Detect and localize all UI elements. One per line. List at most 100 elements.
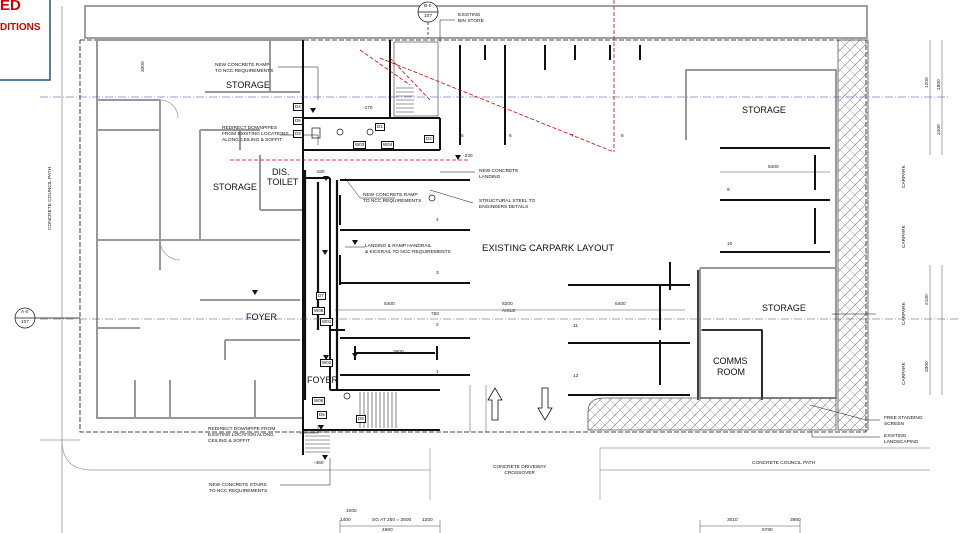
level-450: -450 (314, 461, 324, 466)
note-ramp-mid: NEW CONCRETE RAMP TO NCC REQUIREMENTS (363, 193, 422, 204)
dim-right-2400: 2400 (937, 124, 942, 135)
status-stamp-frame (0, 0, 51, 81)
tag-d4: D4 (293, 103, 303, 111)
dim-3800: 3800 (393, 350, 404, 355)
grid-lines (40, 96, 960, 320)
council-path-lines (40, 439, 930, 500)
note-handrail: LANDING & RAMP HANDRAIL & KICKRAIL TO NC… (365, 244, 451, 255)
section-marker-left-sheet: 107 (21, 320, 30, 325)
toilet-fixtures (311, 127, 436, 400)
bay-number: 5 (461, 134, 464, 139)
section-marker-left (14, 307, 80, 329)
bay-number: 10 (727, 242, 733, 247)
dim-bottom-sg: SG AT 250 = 2500 (372, 518, 412, 523)
note-structural-steel: STRUCTURAL STEEL TO ENGINEERS DETAILS (479, 199, 536, 210)
site-boundary (79, 39, 867, 433)
ramp-handrails (303, 170, 339, 400)
bay-number: 12 (573, 374, 579, 379)
dim-aisle: AISLE (502, 309, 516, 314)
dim-bottom-1000: 1000 (346, 509, 357, 514)
bay-number: 1 (436, 370, 439, 375)
dim-right-1800: 1800 (937, 79, 942, 90)
tag-w05: W05 (312, 307, 326, 315)
section-marker-top (417, 1, 439, 38)
tag-w04: W04 (381, 141, 395, 149)
dim-bottom-4960: 4960 (382, 528, 393, 533)
note-driveway: CONCRETE DRIVEWAY CROSSOVER (493, 465, 547, 476)
room-storage-right-top: STORAGE (742, 105, 786, 115)
bay-number: 6 (509, 134, 512, 139)
bay-number: 11 (573, 324, 578, 329)
note-landscaping: EXISTING LANDSCAPING (884, 434, 919, 445)
tag-d2: D2 (424, 135, 434, 143)
landscaping-hatch (587, 39, 869, 431)
room-comms-line1: COMMS (713, 356, 748, 366)
neighbour-building-outline (61, 5, 868, 533)
storage-right-walls (685, 69, 837, 399)
note-ramp-top: NEW CONCRETE RAMP TO NCC REQUIREMENTS (215, 63, 274, 74)
tag-w06: W06 (312, 397, 326, 405)
dim-carpark-v3: CARPARK (902, 302, 907, 325)
stamp-text-line2: DITIONS (0, 22, 41, 33)
note-bin-store: EXISTING BIN STORE (458, 13, 484, 24)
annotation-leaders (278, 19, 880, 486)
dim-5400-right: 5400 (768, 165, 779, 170)
dim-right-1200: 1200 (925, 77, 930, 88)
tag-d7: D7 (316, 292, 326, 300)
demolition-lines (230, 0, 615, 161)
traffic-arrows (487, 387, 553, 421)
dim-carpark-v1: CARPARK (902, 165, 907, 188)
dim-5400-mid: 5400 (615, 302, 626, 307)
storage-right-dark (697, 270, 763, 400)
bay-number: 4 (436, 218, 439, 223)
note-downpipes-top: REDIRECT DOWNPIPES FROM EXISTING LOCATIO… (222, 126, 289, 143)
dimension-lines (335, 40, 943, 533)
room-foyer-small: FOYER (307, 375, 339, 385)
note-downpipe-bottom: REDIRECT DOWNPIPE FROM EXISTING LOCATION… (208, 427, 276, 444)
level-230: -230 (463, 154, 473, 159)
bay-number: 9 (727, 188, 730, 193)
room-comms-line2: ROOM (717, 367, 745, 377)
dim-bottom-1400: 1400 (340, 518, 351, 523)
level-180: -180 (315, 170, 325, 175)
room-storage-top-left: STORAGE (226, 80, 270, 90)
dim-carpark-v4: CARPARK (902, 362, 907, 385)
note-new-landing: NEW CONCRETE LANDING (479, 169, 519, 180)
room-dis-toilet-line1: DIS. (272, 167, 290, 177)
room-foyer-main: FOYER (246, 312, 278, 322)
note-council-path-left: CONCRETE COUNCIL PATH (48, 166, 53, 230)
room-storage-left: STORAGE (213, 182, 257, 192)
dim-right-2100: 2100 (925, 294, 930, 305)
tag-d5: D5 (317, 411, 327, 419)
tag-d3: D3 (293, 130, 303, 138)
dim-bottom-3010: 3010 (727, 518, 738, 523)
bay-number: 3 (436, 271, 439, 276)
stairs-bottom (305, 392, 397, 453)
dim-5400-left: 5400 (384, 302, 395, 307)
tag-w02: W02 (320, 359, 334, 367)
bay-number: 7 (571, 134, 574, 139)
note-council-path: CONCRETE COUNCIL PATH (752, 461, 816, 466)
carpark-title: EXISTING CARPARK LAYOUT (482, 243, 615, 254)
bay-number: 8 (621, 134, 624, 139)
dim-right-3300: 3300 (925, 361, 930, 372)
stamp-text-line1: ED (0, 0, 21, 14)
new-walls (302, 40, 441, 455)
stairs-top (393, 41, 439, 117)
tag-w03: W03 (353, 141, 367, 149)
note-stairs: NEW CONCRETE STAIRS TO NCC REQUIREMENTS (209, 483, 268, 494)
tag-d8: D8 (356, 415, 366, 423)
dim-bottom-3860: 3860 (790, 518, 801, 523)
dim-bottom-6780: 6780 (762, 528, 773, 533)
dim-carpark-v2: CARPARK (902, 225, 907, 248)
bay-number: 2 (436, 323, 439, 328)
section-marker-top-label: B-0 (424, 4, 432, 9)
room-storage-right-bottom: STORAGE (762, 303, 806, 313)
dim-bottom-1200: 1200 (422, 518, 433, 523)
dim-3000: 3000 (141, 61, 146, 72)
level-markers (252, 108, 461, 460)
section-marker-top-sheet: 107 (424, 14, 433, 19)
tag-d6: D6 (293, 117, 303, 125)
note-screen: FREE STANDING SCREEN (884, 416, 923, 427)
